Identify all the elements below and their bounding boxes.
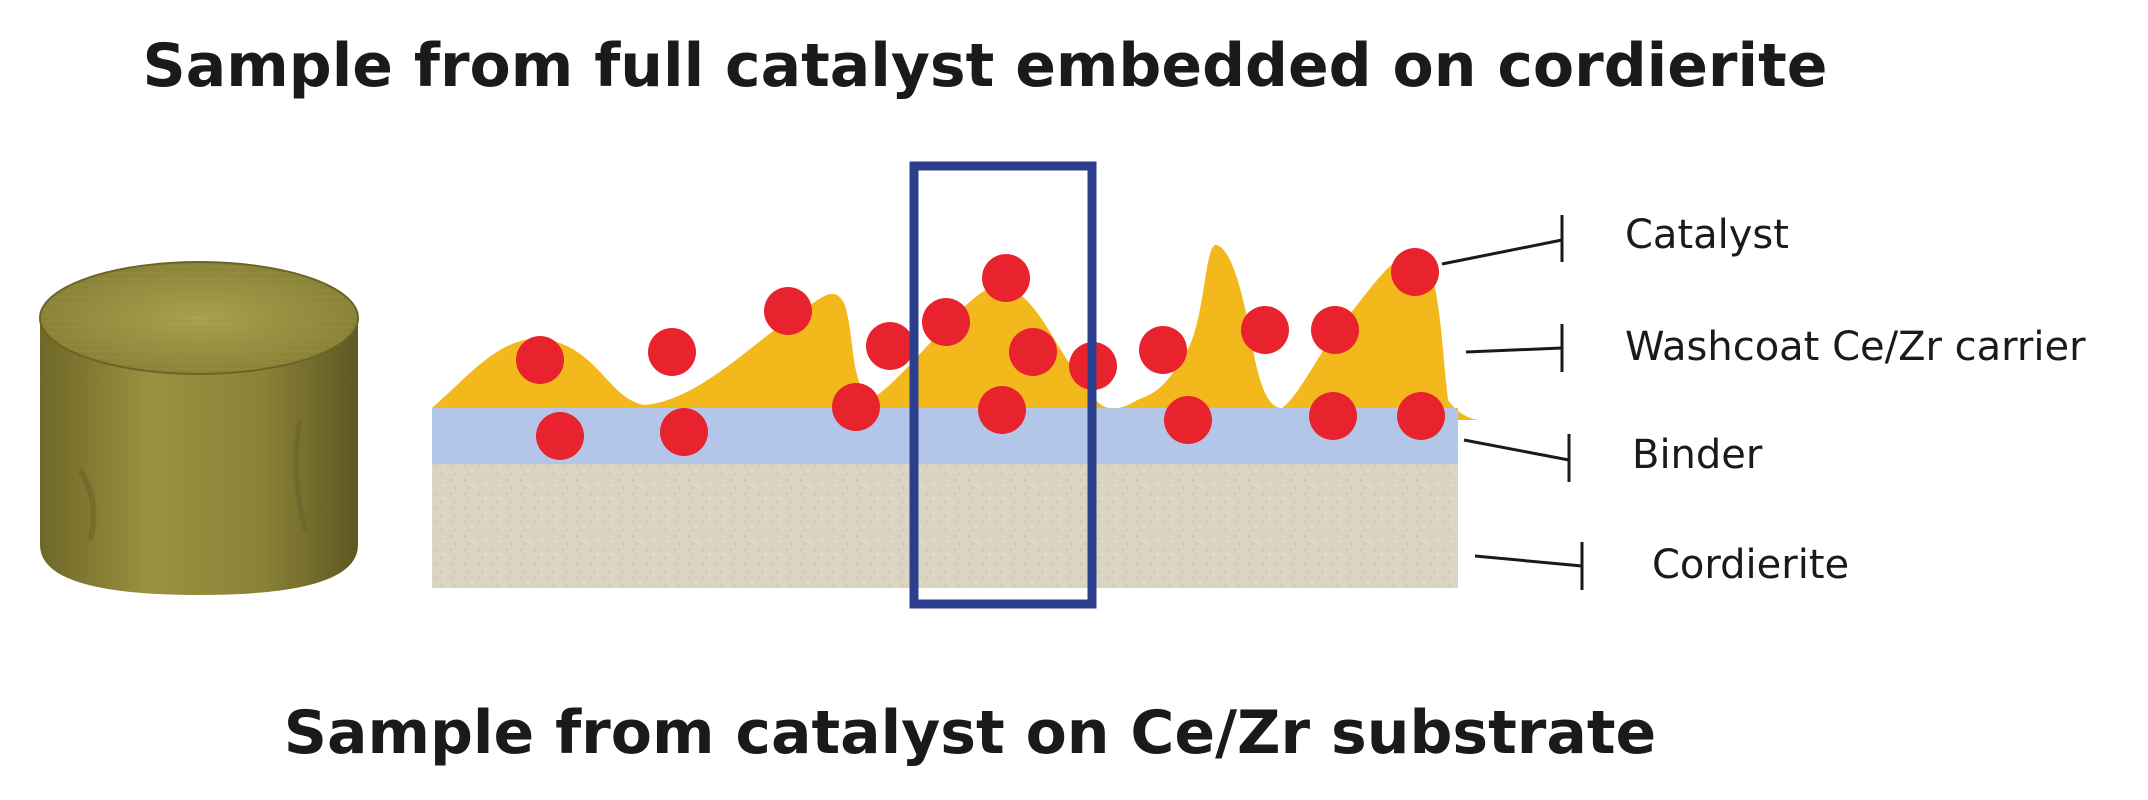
catalyst-particle	[1391, 248, 1439, 296]
catalyst-particle	[982, 254, 1030, 302]
binder-leader-line	[1463, 434, 1571, 482]
leader-lines	[1441, 215, 1584, 590]
catalyst-particle	[1009, 328, 1057, 376]
catalyst-particle	[1309, 392, 1357, 440]
catalyst-label: Catalyst	[1625, 212, 1789, 258]
catalyst-particle	[648, 328, 696, 376]
catalyst-particle	[978, 386, 1026, 434]
cordierite-leader-line	[1474, 542, 1584, 590]
washcoat-label: Washcoat Ce/Zr carrier	[1625, 324, 2086, 370]
sample-selection-box	[909, 161, 1097, 609]
catalyst-particle	[1164, 396, 1212, 444]
catalyst-particle	[1241, 306, 1289, 354]
top-title: Sample from full catalyst embedded on co…	[143, 31, 1828, 101]
catalyst-particle	[764, 287, 812, 335]
catalyst-particle	[832, 383, 880, 431]
catalyst-particle	[516, 336, 564, 384]
cordierite-layer	[432, 462, 1458, 588]
catalyst-particle	[922, 298, 970, 346]
binder-layer	[432, 408, 1458, 464]
catalyst-leader-line	[1441, 215, 1564, 266]
catalyst-particle	[1139, 326, 1187, 374]
bottom-title: Sample from catalyst on Ce/Zr substrate	[284, 698, 1657, 768]
catalyst-particle	[1311, 306, 1359, 354]
cordierite-label: Cordierite	[1652, 542, 1849, 588]
catalyst-particle	[866, 322, 914, 370]
washcoat-leader-line	[1465, 324, 1564, 372]
binder-label: Binder	[1632, 432, 1763, 478]
monolith-cylinder-image	[39, 261, 359, 595]
catalyst-particle	[660, 408, 708, 456]
catalyst-particle	[536, 412, 584, 460]
catalyst-particle	[1397, 392, 1445, 440]
